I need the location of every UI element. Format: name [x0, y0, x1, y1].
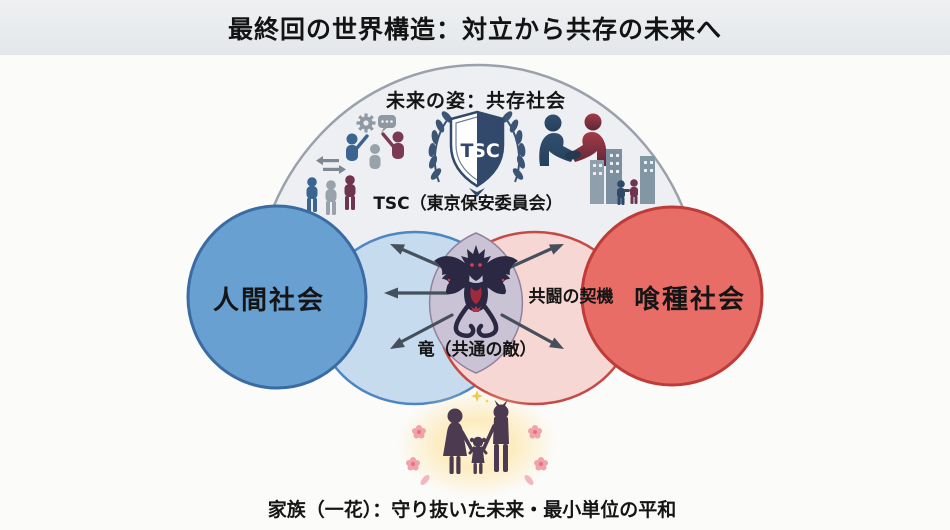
person-gray [369, 144, 381, 169]
father-figure [482, 400, 509, 472]
dome-title: 未来の姿：共存社会 [385, 90, 567, 112]
handshake-icon [539, 113, 607, 166]
tsc-caption: TSC（東京保安委員会） [373, 194, 563, 214]
city-cooperation-icon [590, 149, 655, 205]
person-blue [617, 180, 625, 205]
flower-wreath-icon [406, 425, 548, 485]
family-icon [397, 390, 557, 498]
person-maroon [630, 179, 638, 204]
family-caption: 家族（一花）：守り抜いた未来・最小単位の平和 [267, 499, 677, 521]
ghoul-society-circle [580, 205, 764, 387]
emblem-letter-t: T [461, 140, 474, 162]
dragon-icon [434, 245, 518, 338]
discussion-people-icon [346, 113, 404, 169]
sparkle-icon [471, 390, 489, 403]
page-title: 最終回の世界構造：対立から共存の未来へ [227, 14, 722, 44]
community-group-icon [306, 156, 356, 215]
person-gray [325, 180, 337, 215]
speech-bubble-icon [378, 115, 396, 133]
human-society-label: 人間社会 [212, 286, 326, 316]
person-blue [346, 133, 369, 161]
ghoul-society-label: 喰種社会 [633, 285, 747, 315]
person-maroon [344, 175, 356, 210]
gear-icon [356, 113, 376, 133]
emblem-letters-sc: SC [472, 140, 500, 162]
tsc-shield-emblem: T SC [428, 110, 526, 197]
mother-figure [443, 408, 474, 474]
joint-trigger-label: 共闘の契機 [528, 287, 614, 307]
human-society-circle [186, 204, 368, 390]
dragon-label: 竜（共通の敵） [417, 340, 537, 360]
title-band: 最終回の世界構造：対立から共存の未来へ [0, 0, 950, 55]
person-blue [306, 177, 318, 212]
person-maroon [381, 131, 404, 159]
laurel-wreath-icon [428, 111, 526, 197]
child-figure [468, 436, 488, 474]
exchange-arrows-icon [316, 156, 346, 174]
ribbon-icon [469, 188, 485, 197]
